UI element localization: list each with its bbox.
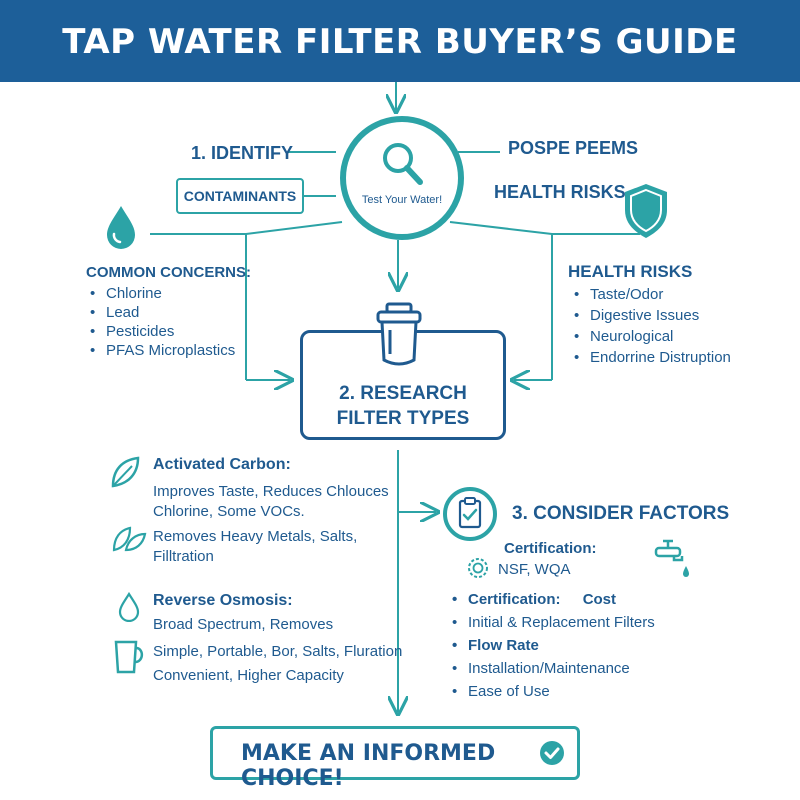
research-line-2: FILTER TYPES <box>336 408 470 429</box>
contaminants-box: CONTAMINANTS <box>176 178 304 214</box>
risk-item: Endorrine Distruption <box>570 347 731 368</box>
factors-list: Certification: Cost Initial & Replacemen… <box>448 588 655 703</box>
leaf-icon <box>111 456 140 488</box>
title-banner <box>0 0 800 82</box>
health-risks-list: Taste/Odor Digestive Issues Neurological… <box>570 284 731 368</box>
heavy-metals-line: Removes Heavy Metals, Salts, <box>153 528 358 545</box>
heavy-metals-desc: Removes Heavy Metals, Salts, Filltration <box>153 527 357 567</box>
test-water-text: Test Your Water! <box>361 194 443 206</box>
reverse-osmosis-line: Broad Spectrum, Removes <box>153 616 334 633</box>
filter-cartridge-icon <box>376 302 422 366</box>
activated-carbon-desc: Improves Taste, Reduces Chlouces Chlorin… <box>153 482 389 522</box>
cert-value: NSF, WQA <box>498 561 571 578</box>
clipboard-check-icon <box>443 487 497 541</box>
contaminants-label: CONTAMINANTS <box>183 188 297 204</box>
common-concerns-heading: COMMON CONCERNS: <box>86 264 251 281</box>
informed-choice-label: MAKE AN INFORMED CHOICE! <box>241 741 496 791</box>
factor-item: Ease of Use <box>448 680 655 703</box>
activated-carbon-line: Chlorine, Some VOCs. <box>153 503 305 520</box>
shield-icon <box>625 184 667 238</box>
concern-item: Chlorine <box>86 284 235 303</box>
factor-item: Certification: Cost <box>448 588 655 611</box>
factor-label: Certification: <box>468 591 561 608</box>
concern-item: Pesticides <box>86 322 235 341</box>
factor-item: Initial & Replacement Filters <box>448 611 655 634</box>
factor-extra: Cost <box>582 591 617 608</box>
factor-label: Initial & Replacement Filters <box>468 614 655 631</box>
step1-label: 1. IDENTIFY <box>191 143 294 163</box>
research-label: 2. RESEARCH FILTER TYPES <box>303 381 503 431</box>
research-line-1: 2. RESEARCH <box>339 383 467 404</box>
test-water-circle: Test Your Water! <box>340 116 464 240</box>
magnifier-icon <box>383 143 423 185</box>
factor-item: Installation/Maintenance <box>448 657 655 680</box>
small-drop-icon <box>118 592 140 622</box>
right-branch-line <box>449 221 553 235</box>
pitcher-icon <box>114 640 144 674</box>
reverse-osmosis-heading: Reverse Osmosis: <box>153 592 293 609</box>
heavy-metals-line: Filltration <box>153 548 214 565</box>
activated-carbon-heading: Activated Carbon: <box>153 456 291 473</box>
common-concerns-list: Chlorine Lead Pesticides PFAS Microplast… <box>86 284 235 360</box>
left-branch-line <box>245 221 343 235</box>
concern-item: PFAS Microplastics <box>86 341 235 360</box>
water-drop-icon <box>107 206 135 249</box>
risk-item: Digestive Issues <box>570 305 731 326</box>
seal-icon <box>468 558 488 578</box>
check-circle-icon <box>540 741 564 765</box>
health-risks-heading: HEALTH RISKS <box>568 262 693 281</box>
risk-item: Taste/Odor <box>570 284 731 305</box>
cert-heading: Certification: <box>504 540 597 557</box>
pitcher-desc: Simple, Portable, Bor, Salts, Fluration … <box>153 640 402 688</box>
pitcher-line: Simple, Portable, Bor, Salts, Fluration <box>153 643 403 660</box>
leaves-icon <box>112 526 147 552</box>
risk-item: Neurological <box>570 326 731 347</box>
step3-heading: 3. CONSIDER FACTORS <box>512 503 730 524</box>
top-right-label-2: HEALTH RISKS <box>494 182 626 202</box>
faucet-icon <box>654 539 689 577</box>
factor-label: Flow Rate <box>468 637 539 654</box>
factor-label: Ease of Use <box>468 683 550 700</box>
page-title: TAP WATER FILTER BUYER’S GUIDE <box>62 22 738 62</box>
pitcher-line: Convenient, Higher Capacity <box>153 667 344 684</box>
factor-label: Installation/Maintenance <box>468 660 630 677</box>
informed-choice-box: MAKE AN INFORMED CHOICE! <box>210 726 580 791</box>
factor-item: Flow Rate <box>448 634 655 657</box>
activated-carbon-line: Improves Taste, Reduces Chlouces <box>153 483 389 500</box>
concern-item: Lead <box>86 303 235 322</box>
top-right-label-1: POSPE PEEMS <box>508 138 639 158</box>
